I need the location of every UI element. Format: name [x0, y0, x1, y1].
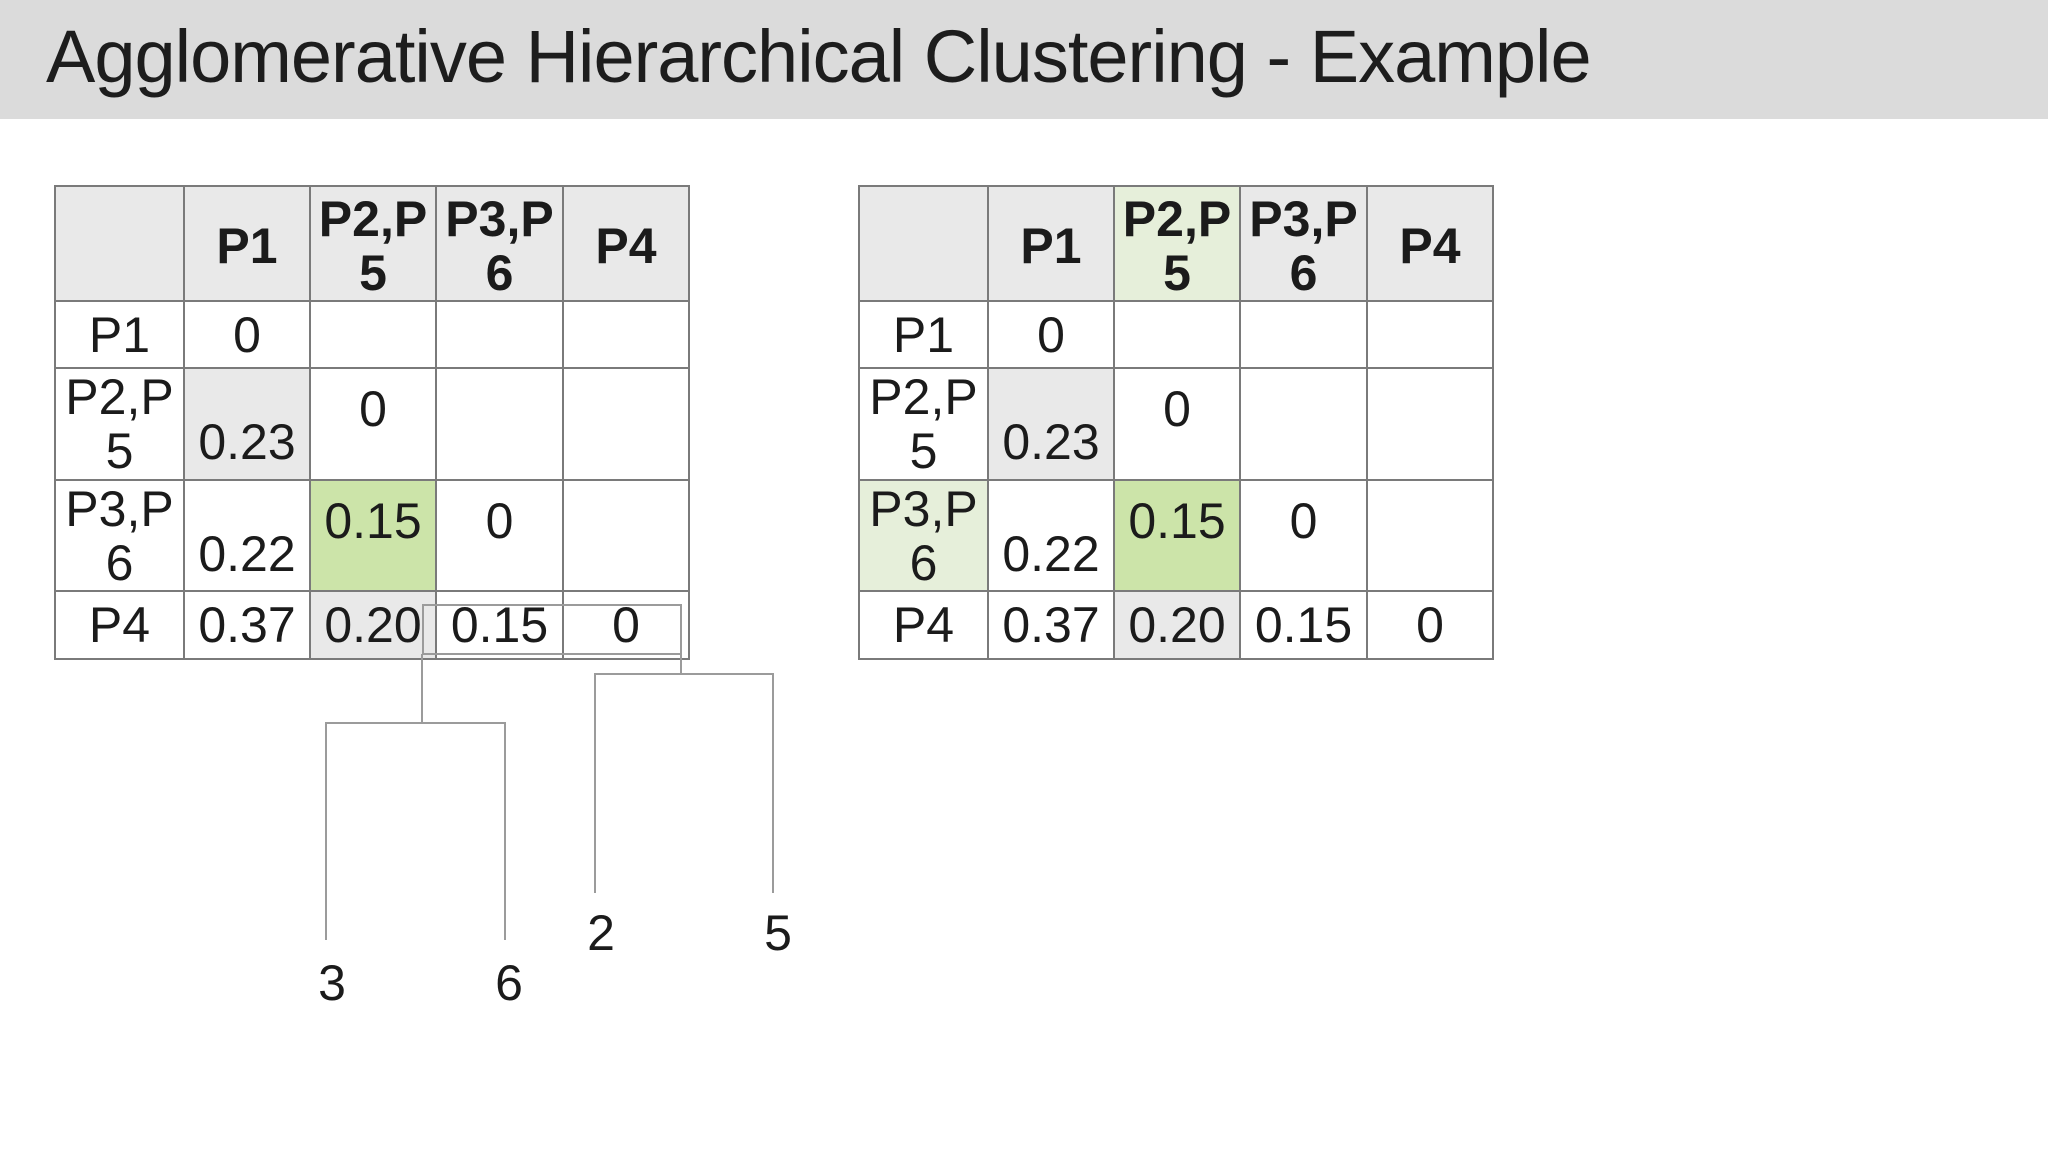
distance-cell: 0.22	[183, 479, 311, 592]
distance-cell: 0	[309, 367, 437, 481]
distance-cell: 0.23	[987, 367, 1115, 481]
column-header: P3,P 6	[1239, 185, 1368, 302]
distance-cell-min-highlight: 0.15	[309, 479, 437, 592]
distance-cell	[309, 300, 437, 369]
leaf-label-5: 5	[764, 905, 792, 961]
distance-cell: 0	[183, 300, 311, 369]
distance-cell	[562, 479, 690, 592]
column-header: P4	[562, 185, 690, 302]
column-header: P3,P 6	[435, 185, 564, 302]
distance-cell	[435, 300, 564, 369]
distance-cell	[562, 367, 690, 481]
distance-cell: 0	[987, 300, 1115, 369]
distance-cell	[1366, 300, 1494, 369]
row-header: P4	[54, 590, 185, 660]
distance-cell-min-highlight: 0.15	[1113, 479, 1241, 592]
left-distance-matrix: P1 P2,P 5 P3,P 6 P4 P1 0 P2,P 5 0.23 0 P…	[54, 185, 690, 660]
distance-cell	[1366, 479, 1494, 592]
distance-cell: 0.20	[1113, 590, 1241, 660]
table-row: P3,P 6 0.22 0.15 0	[54, 479, 690, 592]
row-header: P2,P 5	[858, 367, 989, 481]
row-header: P2,P 5	[54, 367, 185, 481]
distance-cell: 0.22	[987, 479, 1115, 592]
leaf-label-6: 6	[495, 955, 523, 1011]
column-header: P1	[183, 185, 311, 302]
table-row: P3,P 6 0.22 0.15 0	[858, 479, 1494, 592]
distance-cell: 0.37	[987, 590, 1115, 660]
corner-header-cell	[54, 185, 185, 302]
distance-cell: 0	[1113, 367, 1241, 481]
leaf-label-2: 2	[587, 905, 615, 961]
distance-cell	[1239, 300, 1368, 369]
slide-title: Agglomerative Hierarchical Clustering - …	[46, 15, 1592, 98]
column-header: P4	[1366, 185, 1494, 302]
table-row: P2,P 5 0.23 0	[54, 367, 690, 481]
column-header-merged-cluster: P2,P 5	[1113, 185, 1241, 302]
column-header: P1	[987, 185, 1115, 302]
dendrogram-link-3-6	[325, 654, 506, 940]
dendrogram-link-2-5	[594, 654, 774, 893]
distance-cell	[1366, 367, 1494, 481]
corner-header-cell	[858, 185, 989, 302]
distance-cell: 0.23	[183, 367, 311, 481]
distance-cell	[435, 367, 564, 481]
distance-cell	[1113, 300, 1241, 369]
distance-cell: 0.20	[309, 590, 437, 660]
distance-cell: 0	[1366, 590, 1494, 660]
row-header: P3,P 6	[54, 479, 185, 592]
table-row: P2,P 5 0.23 0	[858, 367, 1494, 481]
row-header-merged-cluster: P3,P 6	[858, 479, 989, 592]
distance-cell: 0	[562, 590, 690, 660]
table-row: P1 0	[54, 300, 690, 369]
row-header: P1	[858, 300, 989, 369]
table-row: P1 P2,P 5 P3,P 6 P4	[858, 185, 1494, 302]
table-row: P1 0	[858, 300, 1494, 369]
table-row: P1 P2,P 5 P3,P 6 P4	[54, 185, 690, 302]
distance-cell	[1239, 367, 1368, 481]
distance-cell: 0.15	[1239, 590, 1368, 660]
column-header: P2,P 5	[309, 185, 437, 302]
distance-cell: 0.37	[183, 590, 311, 660]
distance-cell: 0	[1239, 479, 1368, 592]
table-row: P4 0.37 0.20 0.15 0	[54, 590, 690, 660]
leaf-label-3: 3	[318, 955, 346, 1011]
row-header: P1	[54, 300, 185, 369]
distance-cell	[562, 300, 690, 369]
distance-cell: 0.15	[435, 590, 564, 660]
distance-cell: 0	[435, 479, 564, 592]
right-distance-matrix: P1 P2,P 5 P3,P 6 P4 P1 0 P2,P 5 0.23 0 P…	[858, 185, 1494, 660]
row-header: P4	[858, 590, 989, 660]
title-bar: Agglomerative Hierarchical Clustering - …	[0, 0, 2048, 119]
table-row: P4 0.37 0.20 0.15 0	[858, 590, 1494, 660]
